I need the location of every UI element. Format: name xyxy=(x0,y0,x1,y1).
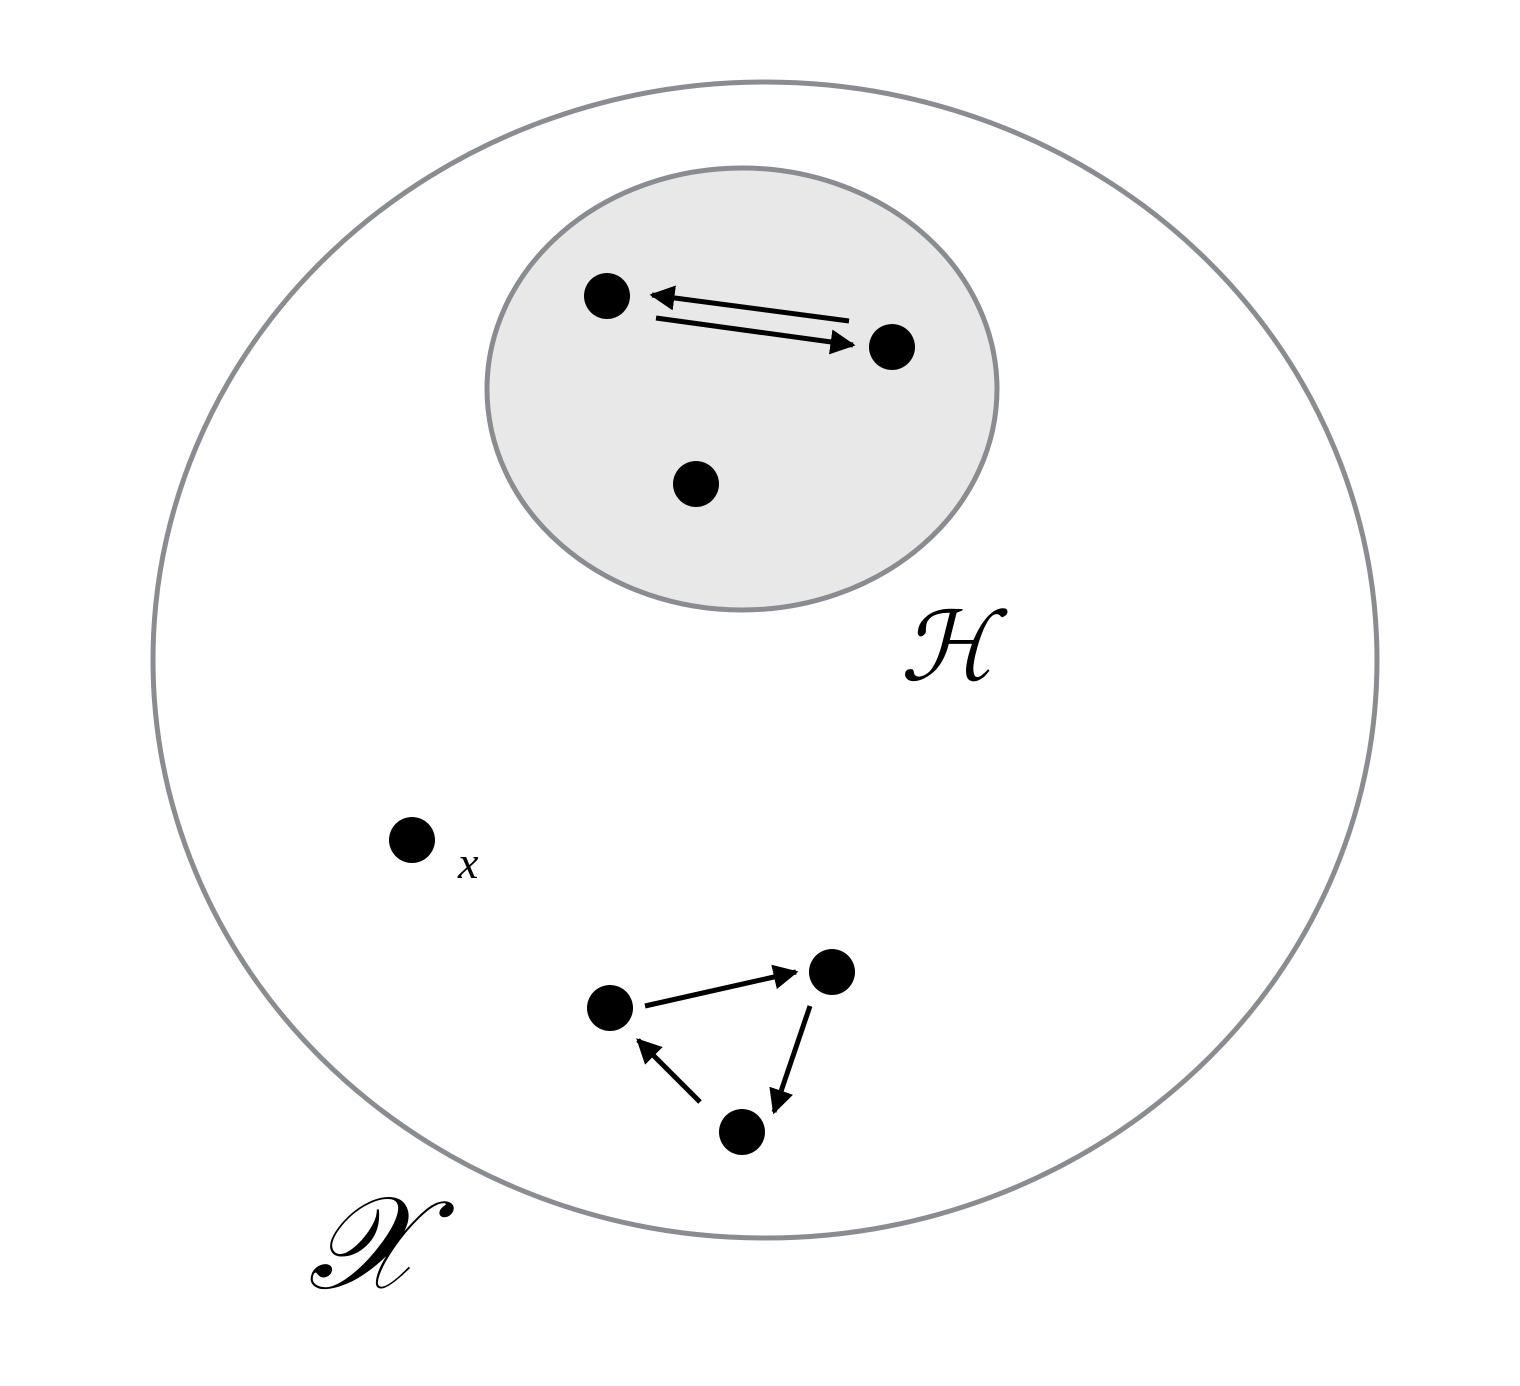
cycle-node-right xyxy=(809,949,855,995)
inner-node-right xyxy=(869,324,915,370)
node-x xyxy=(389,817,435,863)
inner-node-bottom xyxy=(673,461,719,507)
inner-node-left xyxy=(584,273,630,319)
cycle-node-left xyxy=(587,985,633,1031)
inner-set-region xyxy=(484,165,1000,613)
inner-set-label: ℋ xyxy=(900,591,1008,703)
outer-set-label: 𝒳 xyxy=(308,1167,455,1319)
arrow-right-to-left xyxy=(649,285,850,324)
node-x-label: x xyxy=(457,837,479,888)
arrow-cycle-bottom-to-left xyxy=(636,1038,702,1104)
cycle-node-bottom xyxy=(719,1109,765,1155)
arrow-left-to-right xyxy=(655,315,856,355)
arrow-cycle-left-to-right xyxy=(644,964,799,1009)
arrow-cycle-right-to-bottom xyxy=(769,1005,813,1115)
outer-set-region xyxy=(150,79,1380,1241)
